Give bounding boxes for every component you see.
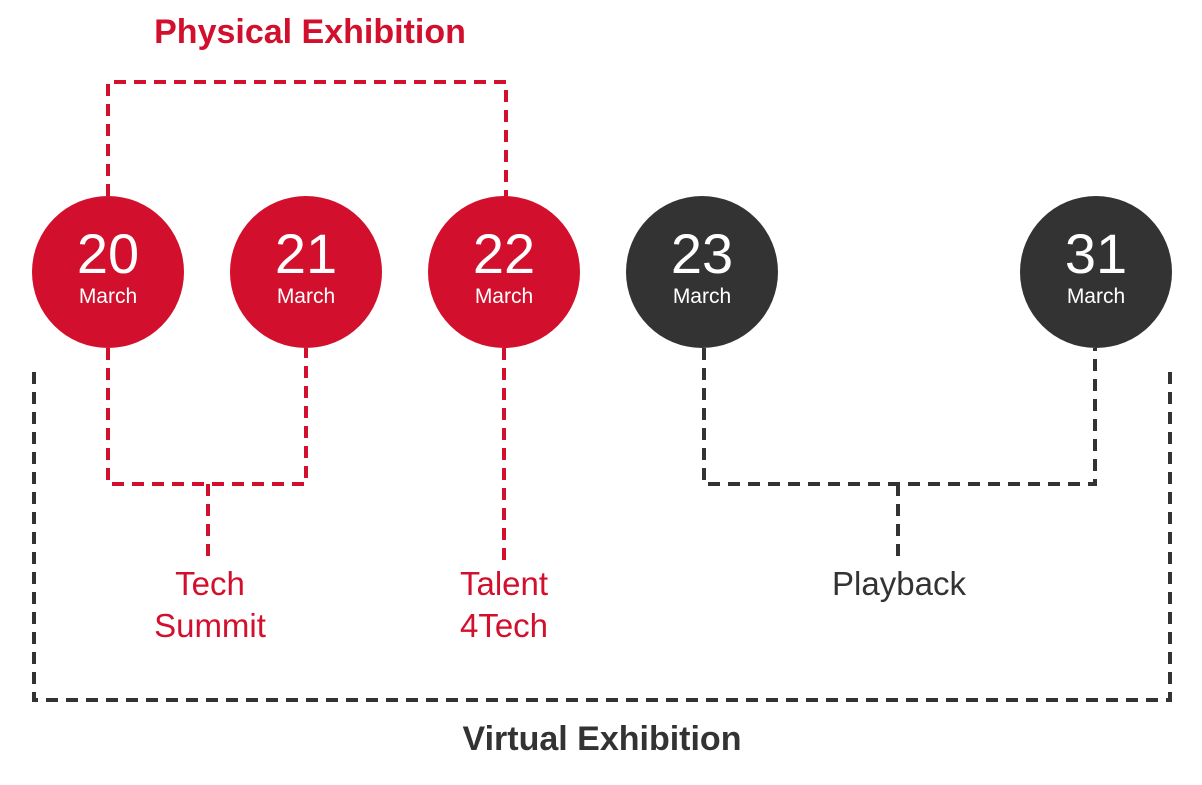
virtual-exhibition-title: Virtual Exhibition	[462, 720, 742, 758]
date-month: March	[78, 285, 138, 308]
date-circle-21-march: 21 March	[230, 196, 382, 348]
tech-summit-label-line-2: Summit	[154, 607, 266, 644]
talent-4tech-label: Talent 4Tech	[404, 563, 604, 647]
talent-4tech-label-line-1: Talent	[459, 565, 549, 602]
playback-label: Playback	[749, 563, 1049, 605]
date-month: March	[672, 285, 732, 308]
date-circle-22-march: 22 March	[428, 196, 580, 348]
date-month: March	[474, 285, 534, 308]
date-month: March	[1066, 285, 1126, 308]
date-day: 20	[76, 222, 140, 285]
date-circle-31-march: 31 March	[1020, 196, 1172, 348]
tech-summit-label: Tech Summit	[110, 563, 310, 647]
physical-exhibition-title: Physical Exhibition	[154, 13, 466, 51]
playback-bracket	[702, 348, 1097, 486]
date-day: 22	[472, 222, 536, 285]
physical-exhibition-bracket	[106, 80, 508, 196]
date-day: 23	[670, 222, 734, 285]
date-circle-20-march: 20 March	[32, 196, 184, 348]
playback-label-line-1: Playback	[832, 565, 966, 602]
date-circle-23-march: 23 March	[626, 196, 778, 348]
date-day: 31	[1064, 222, 1128, 285]
date-day: 21	[274, 222, 338, 285]
tech-summit-bracket	[106, 348, 308, 486]
date-month: March	[276, 285, 336, 308]
talent-4tech-label-line-2: 4Tech	[459, 607, 549, 644]
tech-summit-label-line-1: Tech	[175, 565, 245, 602]
virtual-exhibition-bracket	[32, 372, 1172, 702]
